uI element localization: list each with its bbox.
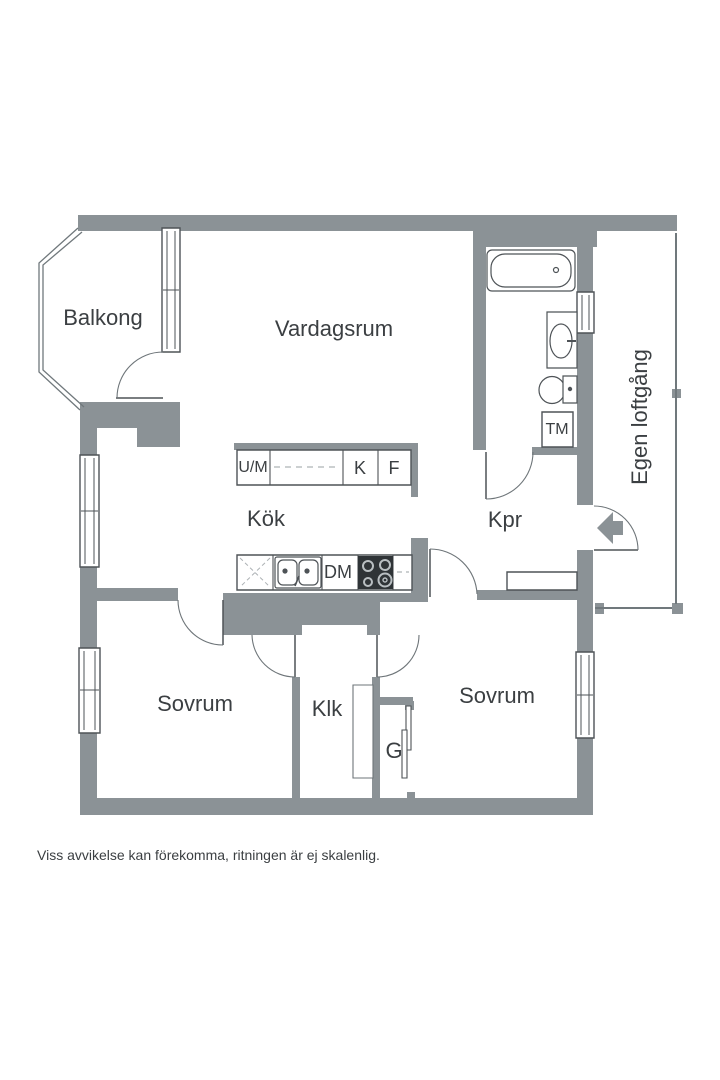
- wall-counter-right-strip: [411, 443, 418, 497]
- wall-g-top: [380, 697, 413, 705]
- wall-klk-right-block: [367, 625, 380, 635]
- room-label-kpr: Kpr: [487, 507, 523, 532]
- wall-klk-right: [372, 677, 380, 798]
- disclaimer-text: Viss avvikelse kan förekomma, ritningen …: [37, 847, 380, 863]
- window-livingroom: [80, 455, 99, 567]
- washing-machine-box: [542, 412, 573, 447]
- door-bedroom-left: [178, 600, 223, 645]
- entrance-arrow-icon: [597, 512, 623, 544]
- room-label-sovrum-left: Sovrum: [157, 691, 233, 716]
- window-bathroom: [577, 292, 594, 333]
- balcony-railing: [39, 228, 84, 410]
- wall-bottom: [80, 798, 593, 815]
- wall-kitchen-bottom: [223, 593, 428, 602]
- wall-counter-top-strip: [234, 443, 418, 450]
- room-label-kok: Kök: [247, 506, 285, 531]
- appliance-label-um: U/M: [238, 459, 268, 476]
- wall-left-c: [80, 733, 97, 798]
- room-label-sovrum-right: Sovrum: [459, 683, 535, 708]
- wall-counter-stub: [411, 538, 428, 595]
- wall-right-c: [577, 550, 593, 653]
- wall-klk-left-block: [223, 625, 302, 635]
- wall-right-b: [577, 333, 593, 505]
- room-label-balkong: Balkong: [63, 305, 143, 330]
- wall-top: [78, 215, 677, 231]
- wall-right-a: [577, 247, 593, 292]
- sliding-doors-g: [402, 706, 411, 778]
- room-label-garderob: G: [385, 738, 403, 763]
- wall-bath-left: [473, 231, 486, 450]
- wall-left-a: [80, 428, 97, 455]
- wall-balcony-step: [137, 428, 180, 447]
- loftgang-railing: [595, 233, 676, 608]
- appliance-label-f: F: [388, 458, 400, 478]
- kitchen-counter-upper: [237, 450, 411, 485]
- wall-bedroom-left-top: [97, 588, 178, 601]
- wall-right-d: [577, 738, 593, 815]
- wall-g-notch: [407, 792, 415, 799]
- wall-kpr-bottom: [477, 590, 577, 600]
- room-label-egen-loftgang: Egen loftgång: [627, 349, 652, 485]
- wall-balcony-bottom: [80, 402, 180, 428]
- appliance-label-tm: TM: [545, 421, 569, 438]
- window-bedroom-right: [576, 652, 594, 738]
- railing-block-right: [672, 603, 683, 614]
- appliance-label-k: K: [353, 458, 367, 478]
- wardrobe-shelf-klk: [353, 685, 373, 778]
- door-bedroom-right: [430, 549, 477, 597]
- toilet: [539, 376, 577, 404]
- washbasin: [547, 312, 577, 368]
- wall-bath-bottom: [532, 447, 577, 455]
- wall-left-b: [80, 567, 97, 648]
- door-balcony: [116, 352, 163, 398]
- room-label-klk: Klk: [311, 696, 343, 721]
- wall-klk-slab: [223, 602, 380, 625]
- room-label-vardagsrum: Vardagsrum: [274, 316, 394, 341]
- wall-bath-top: [473, 231, 597, 247]
- window-bedroom-left: [79, 648, 100, 733]
- walls: [78, 215, 683, 815]
- window-balcony: [162, 228, 180, 352]
- wall-klk-left: [292, 677, 300, 798]
- bathtub: [487, 250, 575, 291]
- stove: [358, 556, 393, 589]
- kitchen-sink: [275, 557, 321, 588]
- door-bathroom: [486, 452, 533, 499]
- door-closet-double: [252, 635, 419, 677]
- appliance-label-dm: DM: [324, 562, 352, 582]
- door-entrance: [594, 506, 638, 550]
- hall-bench: [507, 572, 577, 590]
